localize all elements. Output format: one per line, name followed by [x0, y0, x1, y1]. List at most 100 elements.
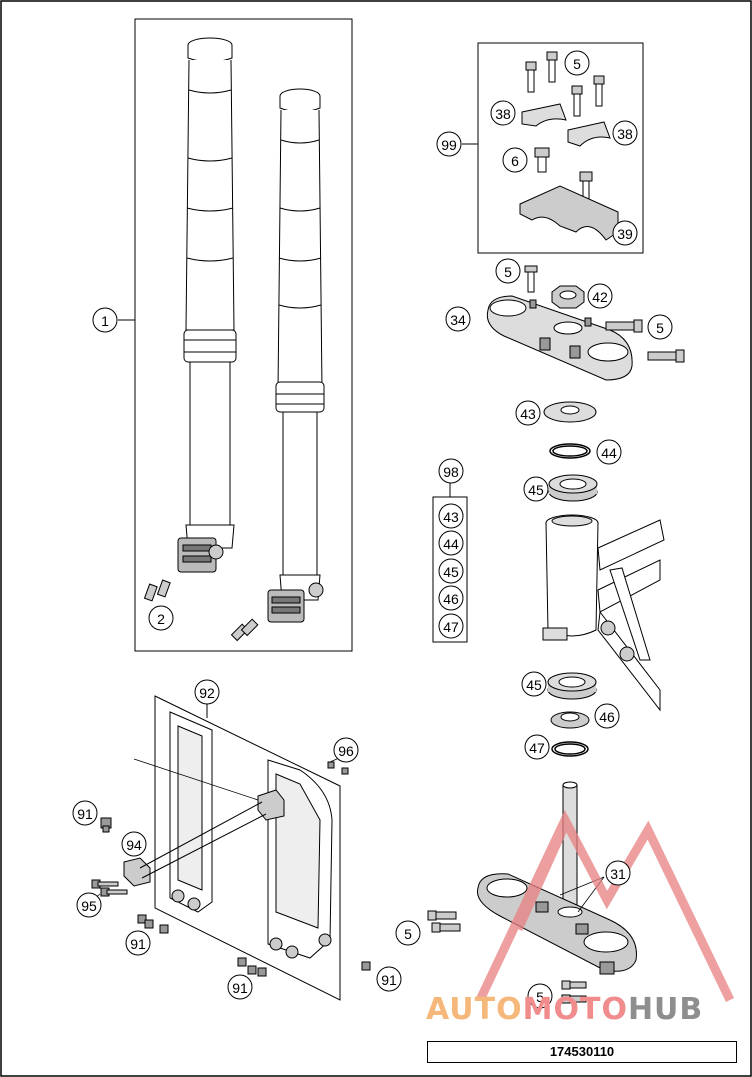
fork-guard-frame — [154, 695, 341, 1001]
callout-label: 46 — [443, 591, 459, 607]
callout-label: 6 — [511, 153, 519, 169]
callout-c-5d: 5 — [395, 920, 421, 946]
seal-ring — [550, 711, 590, 729]
callout-c-45c: 45 — [521, 671, 547, 697]
callout-c-39: 39 — [612, 220, 638, 246]
callout-c-38b: 38 — [612, 120, 638, 146]
clamp-set-frame — [477, 42, 644, 254]
callout-c-91d: 91 — [376, 966, 402, 992]
callout-c-38a: 38 — [490, 100, 516, 126]
callout-c-44a: 44 — [596, 439, 622, 465]
bearing-lower — [547, 672, 597, 700]
callout-c-96: 96 — [333, 737, 359, 763]
guard-screws — [91, 761, 371, 977]
callout-label: 94 — [126, 837, 142, 853]
callout-circle — [587, 283, 613, 309]
callout-label: 42 — [592, 289, 608, 305]
callout-circle — [438, 503, 464, 529]
fork-leg-left — [177, 37, 237, 573]
callout-circle — [333, 737, 359, 763]
callout-circle — [647, 314, 673, 340]
callout-circle — [194, 679, 220, 705]
o-ring-upper — [549, 443, 591, 459]
fork-screws-left — [143, 579, 171, 602]
callout-c-5e: 5 — [527, 983, 553, 1009]
callout-label: 45 — [443, 564, 459, 580]
callout-c-5c: 5 — [647, 314, 673, 340]
callout-c-45a: 45 — [523, 476, 549, 502]
callout-label: 99 — [441, 137, 457, 153]
handlebar-clamp-parts — [519, 51, 619, 241]
callout-circle — [564, 50, 590, 76]
callout-label: 5 — [573, 56, 581, 72]
callout-c-31: 31 — [605, 860, 631, 886]
callout-circle — [594, 703, 620, 729]
callout-label: 45 — [526, 677, 542, 693]
callout-c-5a: 5 — [564, 50, 590, 76]
callout-label: 47 — [529, 740, 545, 756]
callout-circle — [395, 920, 421, 946]
callout-circle — [121, 831, 147, 857]
callout-circle — [521, 671, 547, 697]
callout-c-94: 94 — [121, 831, 147, 857]
callout-label: 43 — [443, 509, 459, 525]
callout-label: 91 — [130, 936, 146, 952]
callout-c-5b: 5 — [495, 258, 521, 284]
callout-circle — [527, 983, 553, 1009]
callout-c-91a: 91 — [72, 800, 98, 826]
callout-circle — [495, 258, 521, 284]
callout-circle — [227, 974, 253, 1000]
callout-circle — [605, 860, 631, 886]
callout-c-44b: 44 — [438, 530, 464, 556]
callout-label: 95 — [81, 898, 97, 914]
callout-circle — [438, 530, 464, 556]
callout-circle — [148, 605, 174, 631]
frame-steering-head — [542, 514, 665, 712]
drawing-number: 174530110 — [427, 1041, 737, 1063]
fork-guard-right — [267, 759, 333, 959]
callout-label: 38 — [617, 126, 633, 142]
callout-c-98: 98 — [438, 458, 464, 484]
upper-triple-clamp — [486, 265, 685, 381]
callout-label: 91 — [232, 980, 248, 996]
callout-circle — [612, 120, 638, 146]
callout-label: 31 — [610, 866, 626, 882]
callout-label: 91 — [381, 972, 397, 988]
callout-c-45b: 45 — [438, 558, 464, 584]
fork-group-frame — [134, 18, 353, 652]
callout-c-43a: 43 — [515, 400, 541, 426]
callout-label: 5 — [504, 264, 512, 280]
callout-label: 5 — [536, 989, 544, 1005]
callout-circle — [596, 439, 622, 465]
callout-circle — [436, 131, 462, 157]
callout-label: 98 — [443, 464, 459, 480]
callout-circle — [438, 558, 464, 584]
callout-label: 92 — [199, 685, 215, 701]
callout-c-99: 99 — [436, 131, 462, 157]
callout-label: 47 — [443, 619, 459, 635]
callout-circle — [76, 892, 102, 918]
o-ring-lower — [551, 741, 589, 757]
watermark-logo: AUTOMOTOHUB — [426, 992, 704, 1027]
callout-circle — [438, 613, 464, 639]
callout-c-46b: 46 — [438, 585, 464, 611]
callout-c-1: 1 — [92, 307, 118, 333]
callout-label: 5 — [656, 320, 664, 336]
guard-bracket — [123, 789, 285, 887]
callout-circle — [524, 734, 550, 760]
callout-circle — [438, 585, 464, 611]
callout-circle — [515, 400, 541, 426]
callout-circle — [523, 476, 549, 502]
callout-c-42: 42 — [587, 283, 613, 309]
fork-screws-right — [230, 618, 259, 642]
callout-c-92: 92 — [194, 679, 220, 705]
callout-c-6: 6 — [502, 147, 528, 173]
watermark-triangle — [475, 809, 735, 1002]
lower-triple-clamp — [427, 781, 637, 1004]
callout-c-46c: 46 — [594, 703, 620, 729]
steering-washer — [543, 401, 597, 423]
callout-label: 91 — [77, 806, 93, 822]
callout-label: 46 — [599, 709, 615, 725]
callout-label: 5 — [404, 926, 412, 942]
